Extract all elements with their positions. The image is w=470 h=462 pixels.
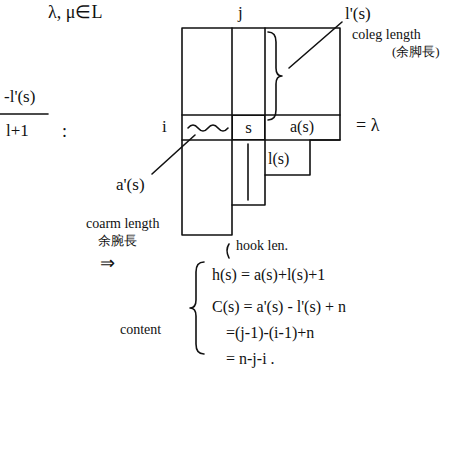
- arm-label: a(s): [290, 118, 314, 136]
- content-formula: C(s) = a'(s) - l'(s) + n: [212, 298, 346, 316]
- cell-label: s: [245, 119, 252, 136]
- system-brace: [190, 262, 204, 354]
- separator: :: [62, 122, 67, 142]
- hook-formula: h(s) = a(s)+l(s)+1: [212, 266, 325, 284]
- row-line: [182, 115, 340, 140]
- leg-line: [247, 144, 249, 200]
- coarm-wave: [188, 125, 228, 131]
- leader-line: [152, 135, 195, 174]
- coarm-label: a'(s): [116, 176, 145, 195]
- cell-box: s: [232, 115, 265, 140]
- implies-sign: ⇒: [100, 254, 115, 274]
- set-note: λ, μ∈L: [48, 3, 102, 23]
- leader-line: [289, 22, 342, 68]
- coleg-label: l'(s): [345, 5, 371, 24]
- column-line: [232, 28, 265, 205]
- coleg-term-ja: (余脚長): [392, 45, 440, 59]
- coleg-term: coleg length: [352, 27, 421, 42]
- row-index: i: [162, 118, 167, 137]
- column-index: j: [238, 4, 243, 23]
- content-term: content: [120, 322, 161, 337]
- shape-name: = λ: [356, 116, 379, 136]
- fraction-bar: [0, 113, 48, 115]
- content-formula: = n-j-i .: [226, 350, 275, 368]
- leg-label: l(s): [268, 150, 289, 168]
- formula-fragment: l+1: [6, 122, 29, 141]
- coarm-term: coarm length: [86, 216, 159, 231]
- formula-fragment: -l'(s): [4, 88, 35, 107]
- diagram-outline: [182, 28, 340, 235]
- coleg-brace: [268, 32, 282, 120]
- content-formula: =(j-1)-(i-1)+n: [226, 324, 314, 342]
- hook-term: hook len.: [236, 238, 288, 253]
- coarm-term-ja: 余腕長: [98, 234, 137, 248]
- leader-line: [227, 244, 229, 258]
